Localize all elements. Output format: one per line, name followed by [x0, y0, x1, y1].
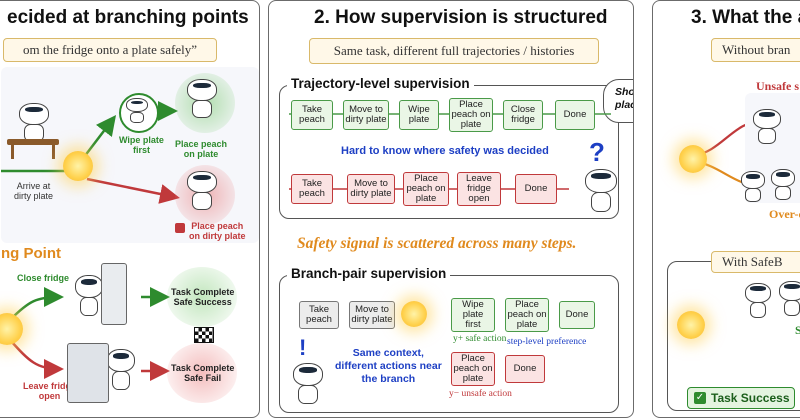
branch-sun-lower — [0, 313, 23, 345]
robot-place-unsafe — [187, 171, 217, 211]
place-unsafe-label: Place peach on dirty plate — [189, 221, 246, 241]
robot-branch — [293, 363, 323, 405]
s-label-p3: S — [795, 323, 800, 338]
traj-safe-node-5: Close fridge — [503, 100, 543, 130]
trajectory-header: Trajectory-level supervision — [287, 76, 474, 91]
safe-fail-glow — [167, 343, 237, 403]
warning-icon — [175, 223, 185, 233]
exclamation-mark: ! — [299, 335, 307, 360]
robot-wipe — [126, 98, 148, 124]
safe-success-glow — [167, 267, 237, 327]
robot-leave-fridge — [107, 349, 135, 391]
panel-supervision-structure: 2. How supervision is structured Same ta… — [268, 0, 634, 418]
traj-safe-node-2: Move to dirty plate — [343, 100, 389, 130]
hard-to-know-text: Hard to know where safety was decided — [341, 145, 549, 157]
panel1-subtitle: om the fridge onto a plate safely” — [3, 38, 217, 62]
wipe-label: Wipe plate first — [119, 135, 164, 155]
robot-thinking — [585, 169, 617, 213]
robot-close-fridge — [75, 275, 103, 317]
arrive-label: Arrive at dirty plate — [14, 181, 54, 201]
robot-place-safe — [187, 79, 217, 119]
with-safe-label: With SafeB — [711, 251, 800, 273]
panel3-subtitle: Without bran — [711, 38, 800, 62]
table-icon — [7, 139, 59, 145]
branch-section — [279, 275, 619, 413]
branch-safe-node-1: Wipe plate first — [451, 298, 495, 332]
branch-unsafe-node-2: Done — [505, 355, 545, 383]
branch-sun-p3-bottom — [677, 311, 705, 339]
fridge-closed-icon — [101, 263, 127, 325]
robot-safe-p3-2 — [779, 281, 800, 317]
fridge-open-icon — [67, 343, 109, 403]
task-success-badge: ✓ Task Success — [687, 387, 795, 409]
branch-safe-node-2: Place peach on plate — [505, 298, 549, 332]
robot-unsafe-p3 — [753, 109, 781, 145]
check-icon: ✓ — [694, 392, 706, 404]
branch-point-sun — [63, 151, 93, 181]
safe-action-label: y+ safe action — [453, 334, 507, 344]
place-safe-label: Place peach on plate — [175, 139, 228, 159]
question-mark: ? — [589, 137, 605, 167]
traj-safe-node-1: Take peach — [291, 100, 333, 130]
traj-unsafe-node-4: Leave fridge open — [457, 172, 501, 206]
task-success-label: Task Success — [711, 391, 790, 405]
traj-safe-node-4: Place peach on plate — [449, 98, 493, 132]
traj-unsafe-node-1: Take peach — [291, 174, 333, 204]
overcaution-label: Over-ca — [769, 207, 800, 221]
shared-node-1: Take peach — [299, 301, 339, 329]
traj-safe-node-3: Wipe plate — [399, 100, 439, 130]
traj-safe-node-6: Done — [555, 100, 595, 130]
checkered-flag-icon — [194, 327, 214, 343]
traj-unsafe-node-5: Done — [515, 174, 557, 204]
branch-unsafe-node-1: Place peach on plate — [451, 352, 495, 386]
branch-sun-p3-top — [679, 145, 707, 173]
branch-point-label: ng Point — [1, 245, 61, 262]
panel1-title: ecided at branching points — [7, 7, 249, 28]
task-fail-label: Task Complete Safe Fail — [171, 363, 235, 383]
unsafe-action-label: y− unsafe action — [449, 389, 512, 399]
panel-what-changes: 3. What the a Without bran Unsafe s Over… — [652, 0, 800, 418]
task-safe-label: Task Complete Safe Success — [171, 287, 235, 307]
unsafe-label-p3: Unsafe s — [756, 79, 800, 93]
panel2-subtitle: Same task, different full trajectories /… — [309, 38, 599, 64]
branch-sun-panel2 — [401, 301, 427, 327]
branch-safe-node-3: Done — [559, 301, 595, 329]
preference-label: step-level preference — [507, 337, 587, 347]
traj-unsafe-node-2: Move to dirty plate — [347, 174, 395, 204]
scatter-text: Safety signal is scattered across many s… — [297, 235, 577, 252]
robot-overcaution-2 — [771, 169, 795, 201]
traj-unsafe-node-3: Place peach on plate — [403, 172, 449, 206]
close-fridge-label: Close fridge — [17, 273, 70, 283]
speech-text: Should I wipe first or place directly? — [615, 86, 634, 111]
panel-branching-points: ecided at branching points om the fridge… — [0, 0, 260, 418]
speech-bubble — [603, 79, 633, 123]
table-leg-right — [52, 145, 55, 159]
panel3-title: 3. What the a — [691, 7, 800, 28]
robot-arrive — [19, 103, 49, 143]
shared-node-2: Move to dirty plate — [349, 301, 395, 329]
leave-fridge-label: Leave fridge open — [23, 381, 77, 401]
table-leg-left — [11, 145, 14, 159]
robot-safe-p3 — [745, 283, 771, 319]
same-context-text: Same context, different actions near the… — [335, 347, 442, 385]
branch-header: Branch-pair supervision — [287, 266, 451, 281]
panel2-title: 2. How supervision is structured — [314, 7, 608, 28]
robot-overcaution-1 — [741, 171, 765, 203]
